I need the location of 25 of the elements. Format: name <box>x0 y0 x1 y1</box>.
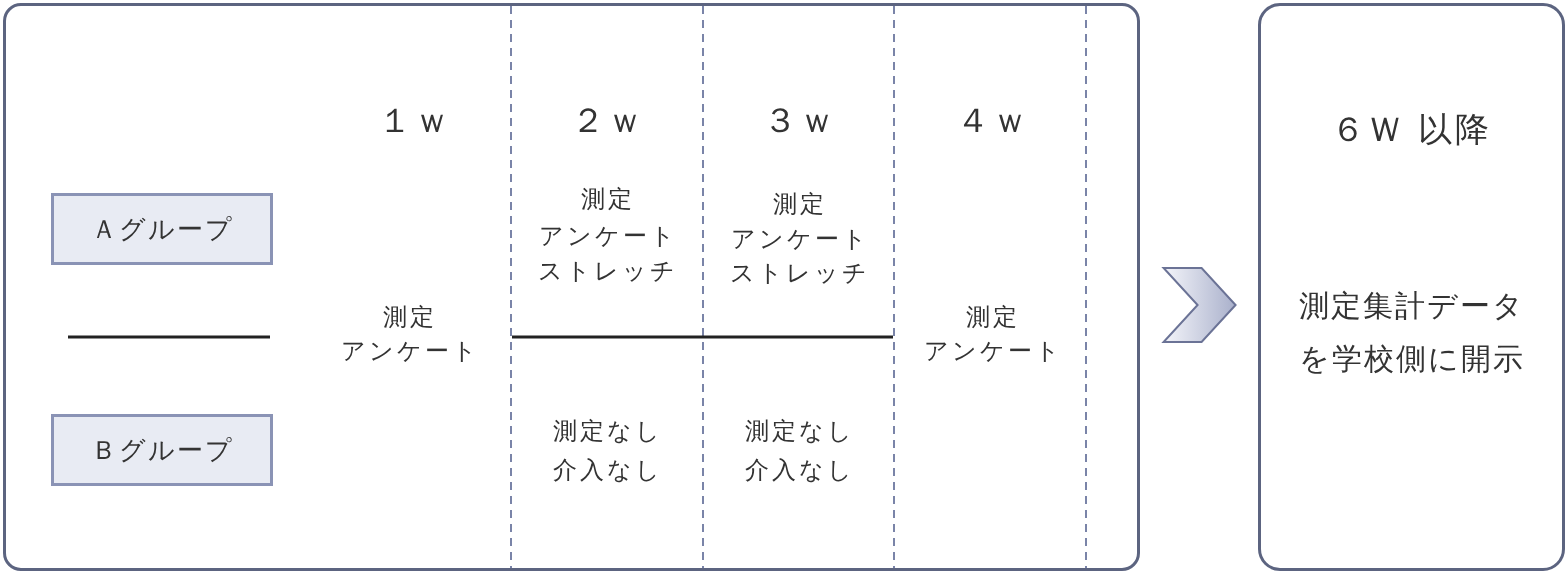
week-header: １ｗ <box>378 98 452 142</box>
cell-text: アンケート <box>340 336 480 367</box>
cell-text: アンケート <box>923 336 1063 367</box>
cell-text: ストレッチ <box>538 256 678 287</box>
cell-text: 測定 <box>966 302 1020 333</box>
cell-text: ストレッチ <box>730 258 870 289</box>
cell-text: アンケート <box>538 221 678 252</box>
week-header: ３ｗ <box>763 98 837 142</box>
cell-text: 測定 <box>581 184 635 215</box>
panel-text: 測定集計データを学校側に開示 <box>1297 287 1526 378</box>
cell-text: 介入なし <box>553 455 663 486</box>
cell-text: 測定 <box>773 189 827 220</box>
group-label-box: Ｂグループ <box>51 414 273 486</box>
chevron-arrow <box>1161 267 1237 343</box>
cell-text: 測定なし <box>553 416 663 447</box>
week-header: ４ｗ <box>956 98 1030 142</box>
timeline-panel <box>3 3 1140 571</box>
panel-heading: ６Ｗ 以降 <box>1330 108 1493 151</box>
cell-text: 測定 <box>383 302 437 333</box>
cell-text: 測定なし <box>745 416 855 447</box>
cell-text: アンケート <box>730 224 870 255</box>
cell-text: 介入なし <box>745 455 855 486</box>
result-panel <box>1258 3 1565 571</box>
group-label-box: Ａグループ <box>51 193 273 265</box>
week-header: ２ｗ <box>571 98 645 142</box>
